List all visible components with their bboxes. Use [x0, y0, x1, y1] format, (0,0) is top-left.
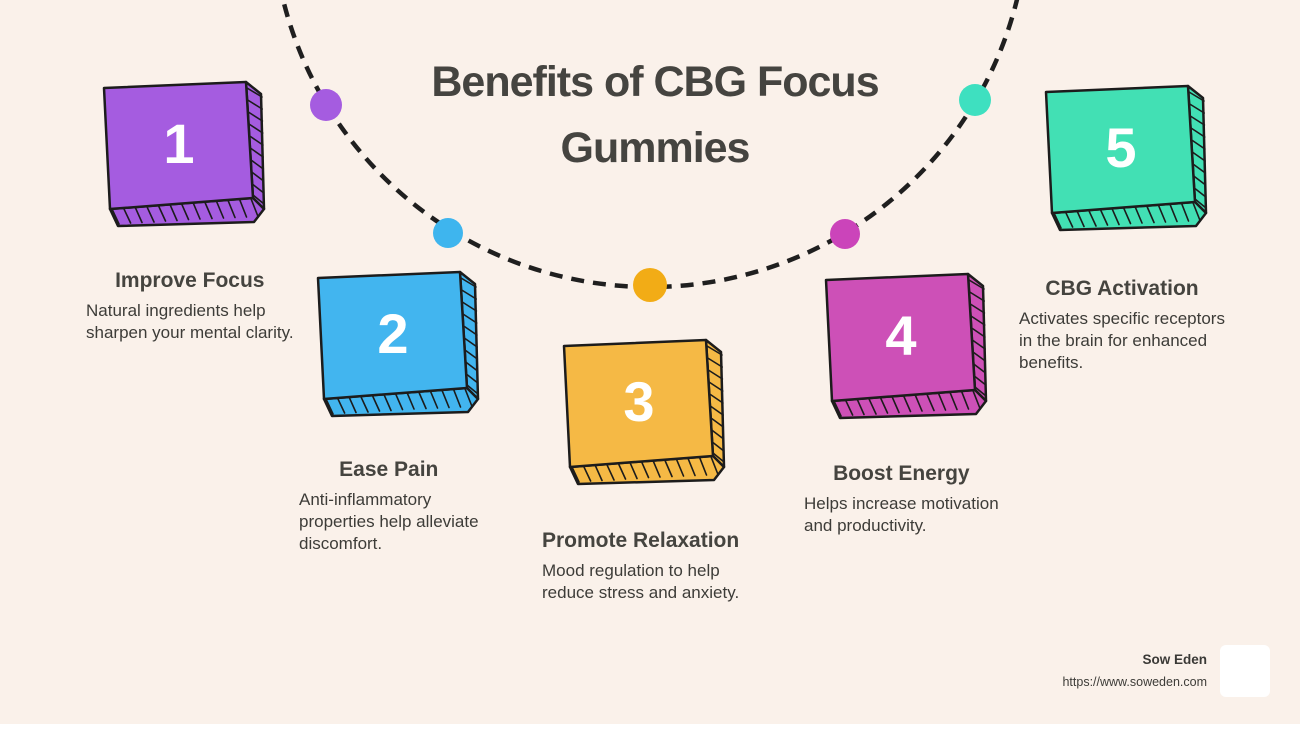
- card-1-face: [102, 80, 255, 211]
- page-title: Benefits of CBG Focus Gummies: [431, 58, 879, 172]
- card-3-bottom-hatch: [571, 455, 719, 483]
- benefit-description-3: Mood regulation to help reduce stress an…: [542, 561, 740, 602]
- card-3-side-hatch: [706, 345, 725, 463]
- card-4-face: [824, 272, 977, 403]
- brand-name: Sow Eden: [1142, 652, 1207, 667]
- benefit-heading-3: Promote Relaxation: [542, 529, 740, 552]
- timeline-dot-5: [959, 84, 991, 116]
- card-1-number: 1: [163, 111, 195, 175]
- card-2: [316, 270, 480, 418]
- bottom-strip: [0, 724, 1300, 731]
- card-5-bottom-hatch: [1053, 201, 1201, 229]
- card-2-face: [316, 270, 469, 401]
- benefit-heading-1: Improve Focus: [115, 269, 265, 292]
- card-5: [1044, 84, 1208, 232]
- card-1-bottom-hatch: [111, 197, 259, 225]
- card-3-number: 3: [623, 369, 655, 433]
- benefit-block-3: Promote Relaxation Mood regulation to he…: [542, 529, 739, 604]
- timeline-dot-4: [830, 219, 860, 249]
- footer: Sow Eden https://www.soweden.com: [1062, 652, 1207, 689]
- card-4: [824, 272, 988, 420]
- timeline-dot-2: [433, 218, 463, 248]
- card-4-bottom-hatch: [833, 389, 981, 417]
- timeline-dot-1: [310, 89, 342, 121]
- card-1-side-hatch: [246, 87, 265, 205]
- benefit-heading-4: Boost Energy: [833, 462, 970, 485]
- card-3-face: [562, 338, 715, 469]
- benefit-description-4: Helps increase motivation and productivi…: [804, 494, 999, 535]
- card-5-face: [1044, 84, 1197, 215]
- benefit-description-5: Activates specific receptors in the brai…: [1019, 309, 1225, 372]
- benefit-block-4: Boost Energy Helps increase motivation a…: [804, 462, 999, 537]
- benefit-block-5: CBG Activation Activates specific recept…: [1019, 277, 1225, 374]
- benefit-description-2: Anti-inflammatory properties help allevi…: [299, 490, 479, 553]
- card-5-number: 5: [1105, 115, 1137, 179]
- card-3: [562, 338, 726, 486]
- card-4-side-hatch: [968, 279, 987, 397]
- benefit-block-1: Improve Focus Natural ingredients help s…: [86, 269, 294, 344]
- card-4-number: 4: [885, 303, 917, 367]
- card-2-bottom-hatch: [325, 387, 473, 415]
- benefit-block-2: Ease Pain Anti-inflammatory properties h…: [299, 458, 479, 555]
- card-1: [102, 80, 266, 228]
- card-5-side-hatch: [1188, 91, 1207, 209]
- benefit-description-1: Natural ingredients help sharpen your me…: [86, 301, 294, 342]
- benefit-heading-2: Ease Pain: [339, 458, 439, 481]
- benefit-heading-5: CBG Activation: [1045, 277, 1199, 300]
- card-2-number: 2: [377, 301, 409, 365]
- card-2-side-hatch: [460, 277, 479, 395]
- brand-url: https://www.soweden.com: [1062, 675, 1207, 689]
- logo-placeholder: [1220, 645, 1270, 697]
- timeline-dot-3: [633, 268, 667, 302]
